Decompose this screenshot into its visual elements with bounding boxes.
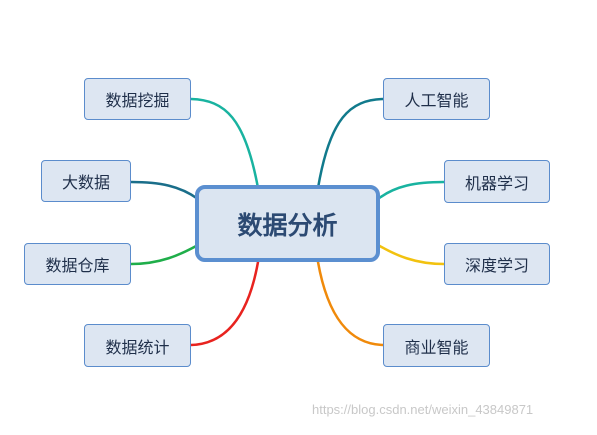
right-branch-link-3: [376, 243, 446, 266]
topic-machine-learning[interactable]: 机器学习: [444, 160, 550, 203]
left-branch-link-4: [189, 260, 260, 347]
left-branch-link-1: [189, 97, 260, 190]
left-branch-link-2: [129, 180, 200, 201]
right-branch-link-2: [376, 180, 446, 201]
topic-deep-learning[interactable]: 深度学习: [444, 243, 550, 285]
topic-artificial-intelligence[interactable]: 人工智能: [383, 78, 490, 120]
right-branch-link-1: [316, 97, 385, 190]
topic-business-intelligence[interactable]: 商业智能: [383, 324, 490, 367]
topic-data-mining[interactable]: 数据挖掘: [84, 78, 191, 120]
left-branch-link-3: [129, 243, 200, 266]
topic-data-warehouse[interactable]: 数据仓库: [24, 243, 131, 285]
topic-big-data[interactable]: 大数据: [41, 160, 131, 202]
watermark: https://blog.csdn.net/weixin_43849871: [312, 402, 534, 417]
central-topic[interactable]: 数据分析: [195, 185, 380, 262]
topic-data-statistics[interactable]: 数据统计: [84, 324, 191, 367]
right-branch-link-4: [316, 260, 385, 347]
